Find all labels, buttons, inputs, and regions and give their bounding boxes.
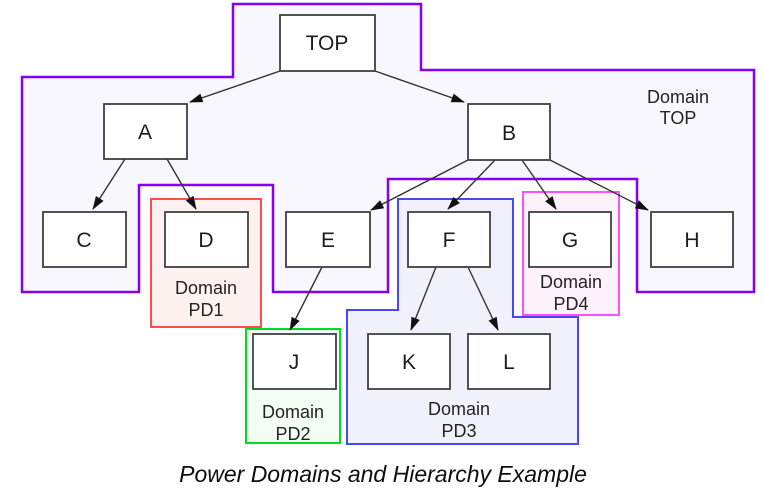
diagram-caption: Power Domains and Hierarchy Example <box>179 461 587 487</box>
edge-top-a <box>189 70 281 103</box>
node-label-e: E <box>321 229 335 252</box>
domain-top-label-line2: TOP <box>660 108 697 128</box>
node-label-c: C <box>76 229 91 252</box>
node-label-top: TOP <box>306 32 349 55</box>
node-label-l: L <box>503 351 515 374</box>
node-box-j <box>252 333 337 390</box>
domain-pd1-label-line2: PD1 <box>188 300 223 320</box>
edge-b-g <box>521 159 557 210</box>
domain-pd3-label-line2: PD3 <box>441 421 476 441</box>
edge-a-c <box>92 158 126 210</box>
node-box-b <box>467 103 551 161</box>
node-box-a <box>103 103 188 160</box>
node-box-c <box>42 211 127 268</box>
edge-f-l <box>467 266 499 331</box>
domain-pd1-label-line1: Domain <box>175 278 237 298</box>
node-label-j: J <box>289 351 300 374</box>
node-box-l <box>467 333 551 390</box>
node-box-h <box>650 211 734 268</box>
edge-b-e <box>370 159 469 211</box>
domain-top-outline <box>20 2 756 294</box>
domain-pd2-label-line1: Domain <box>262 402 324 422</box>
node-box-f <box>407 211 491 268</box>
node-label-g: G <box>562 229 578 252</box>
edge-f-k <box>410 266 437 331</box>
domain-top-label-line1: Domain <box>647 87 709 107</box>
node-box-top <box>279 14 376 72</box>
node-label-h: H <box>684 229 699 252</box>
edge-b-f <box>447 159 496 210</box>
node-box-d <box>164 211 249 268</box>
node-box-e <box>285 211 371 268</box>
node-label-k: K <box>402 351 416 374</box>
domain-pd4-label-line2: PD4 <box>553 294 588 314</box>
edge-top-b <box>374 70 465 103</box>
edge-b-h <box>549 159 649 211</box>
domain-pd3-label-line1: Domain <box>428 399 490 419</box>
domain-pd4-label-line1: Domain <box>540 272 602 292</box>
node-label-f: F <box>443 229 456 252</box>
node-box-k <box>367 333 451 390</box>
edge-a-d <box>166 158 197 210</box>
node-label-a: A <box>138 121 152 144</box>
node-label-b: B <box>502 122 516 145</box>
node-label-d: D <box>198 229 213 252</box>
domain-pd2-label-line2: PD2 <box>275 424 310 444</box>
node-box-g <box>528 211 612 268</box>
edge-e-j <box>289 266 323 331</box>
